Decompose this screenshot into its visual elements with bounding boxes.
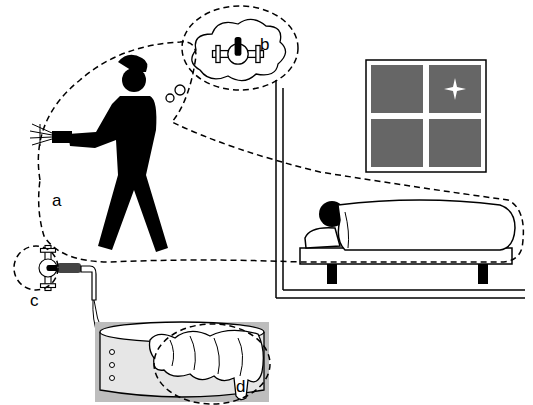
valve-c-part bbox=[57, 263, 81, 273]
dashed-outline-part bbox=[182, 6, 298, 90]
window-part bbox=[429, 119, 481, 167]
thought-bubble-part bbox=[213, 37, 264, 64]
thought-bubble-part bbox=[192, 19, 286, 80]
man-figure-part bbox=[30, 131, 52, 135]
overflowing-tank-part bbox=[110, 363, 115, 368]
valve-c bbox=[39, 246, 104, 337]
dashed-outline-part bbox=[14, 246, 58, 290]
bed-part bbox=[345, 212, 349, 248]
man-figure-part bbox=[68, 96, 168, 252]
callout-letter: c bbox=[30, 292, 39, 309]
thought-bubble-part bbox=[166, 94, 174, 102]
overflowing-tank-part bbox=[170, 336, 243, 376]
window-part bbox=[371, 65, 423, 113]
bed-part bbox=[305, 228, 340, 248]
window-part bbox=[385, 74, 404, 98]
overflowing-tank bbox=[95, 322, 269, 402]
overflowing-tank-part bbox=[110, 376, 115, 381]
man-figure-part bbox=[52, 131, 72, 143]
bed-part bbox=[275, 80, 277, 298]
overflowing-tank-part bbox=[170, 340, 174, 366]
man-figure bbox=[30, 55, 168, 252]
bed-part bbox=[327, 264, 337, 284]
bed-part bbox=[283, 289, 525, 291]
overflowing-tank-part bbox=[95, 322, 269, 402]
dashed-outline bbox=[14, 6, 523, 404]
man-figure-part bbox=[40, 124, 41, 146]
man-figure-part bbox=[32, 139, 52, 145]
window-part bbox=[429, 65, 481, 113]
window-part bbox=[366, 60, 486, 172]
bed-part bbox=[276, 297, 525, 299]
callout-letter: b bbox=[260, 36, 269, 53]
overflowing-tank-part bbox=[110, 350, 115, 355]
man-figure-part bbox=[122, 68, 146, 92]
window bbox=[366, 60, 486, 172]
valve-c-part bbox=[81, 266, 96, 300]
bed bbox=[276, 80, 525, 298]
callout-letter: d bbox=[236, 378, 245, 395]
dashed-outline-part bbox=[38, 42, 523, 262]
bed-part bbox=[282, 88, 284, 290]
overflowing-tank-part bbox=[190, 336, 195, 370]
bed-part bbox=[478, 264, 488, 284]
overflowing-tank-part bbox=[238, 338, 243, 376]
thought-bubble-part bbox=[175, 85, 185, 95]
window-part bbox=[444, 78, 466, 100]
callout-letter: a bbox=[52, 192, 61, 209]
window-part bbox=[371, 119, 423, 167]
overflowing-tank-part bbox=[214, 338, 219, 374]
dashed-outline-part bbox=[154, 324, 270, 404]
bed-part bbox=[338, 200, 515, 250]
